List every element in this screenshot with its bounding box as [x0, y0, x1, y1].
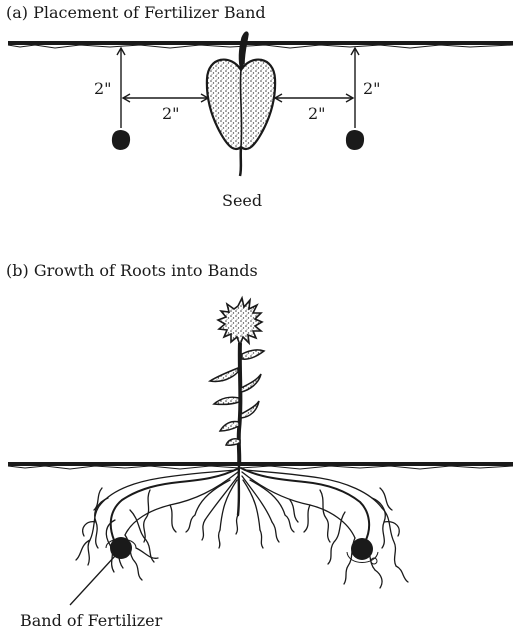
plant-stem — [239, 343, 241, 466]
soil-surface-b — [8, 462, 513, 469]
plant-flower-head — [218, 298, 262, 345]
fertilizer-band-right-a — [346, 130, 364, 150]
left-spacing-label: 2" — [162, 104, 180, 123]
right-spacing-label: 2" — [308, 104, 326, 123]
band-of-fertilizer-label: Band of Fertilizer — [20, 611, 163, 630]
band-label-pointer — [70, 556, 115, 605]
soil-surface-a — [8, 41, 513, 48]
left-depth-label: 2" — [94, 79, 112, 98]
right-depth-label: 2" — [363, 79, 381, 98]
fertilizer-band-right-b — [347, 538, 378, 564]
fertilizer-band-left-a — [112, 130, 130, 150]
seed-label: Seed — [222, 191, 262, 210]
seed-illustration — [207, 32, 275, 176]
root-system — [76, 466, 408, 588]
panel-a: 2" 2" 2" 2" Seed — [8, 32, 513, 210]
panel-b: Band of Fertilizer — [8, 298, 513, 630]
